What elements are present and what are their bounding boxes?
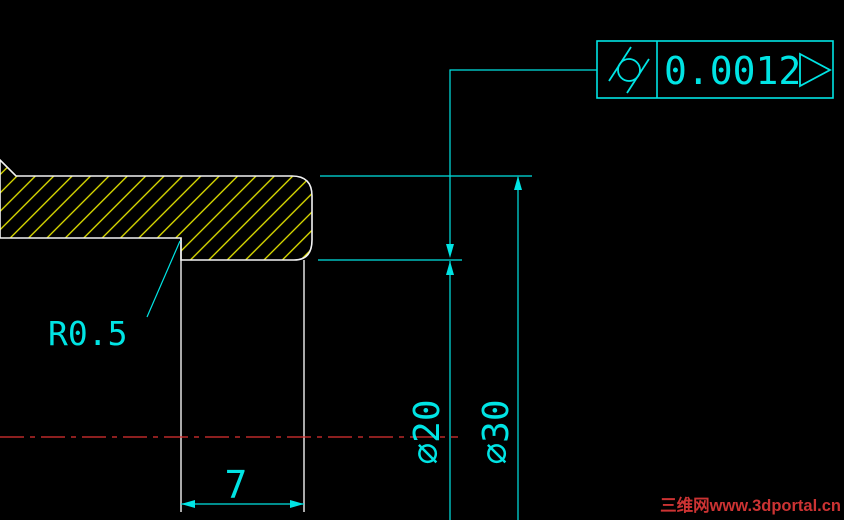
radius-leader-line [146,240,181,318]
dimension-dia30[interactable]: ⌀30 [320,175,532,520]
watermark-text: 三维网www.3dportal.cn [660,495,841,515]
part-outline [0,158,313,261]
tolerance-value: 0.0012 [664,49,801,93]
dimension-width7[interactable]: 7 [181,463,304,508]
dimension-dia20[interactable]: ⌀20 [318,259,462,520]
dia30-arrowhead [514,176,522,190]
dia20-label: ⌀20 [407,399,448,464]
dia20-arrowhead [446,261,454,275]
tolerance-leader[interactable] [446,69,597,258]
dia30-label: ⌀30 [476,399,517,464]
tolerance-leader-line [449,69,597,246]
width7-label: 7 [225,463,248,507]
part-section[interactable] [0,158,313,261]
width7-arrowhead-left [181,500,195,508]
radius-label: R0.5 [48,314,127,353]
width7-arrowhead-right [290,500,304,508]
tolerance-frame[interactable]: 0.0012 [596,40,834,99]
radius-callout[interactable]: R0.5 [48,240,181,353]
shaft-edge-lines[interactable] [180,238,305,512]
cylindricity-icon [608,46,650,94]
leader-arrowhead [446,244,454,258]
triangle-right-icon [799,52,832,88]
